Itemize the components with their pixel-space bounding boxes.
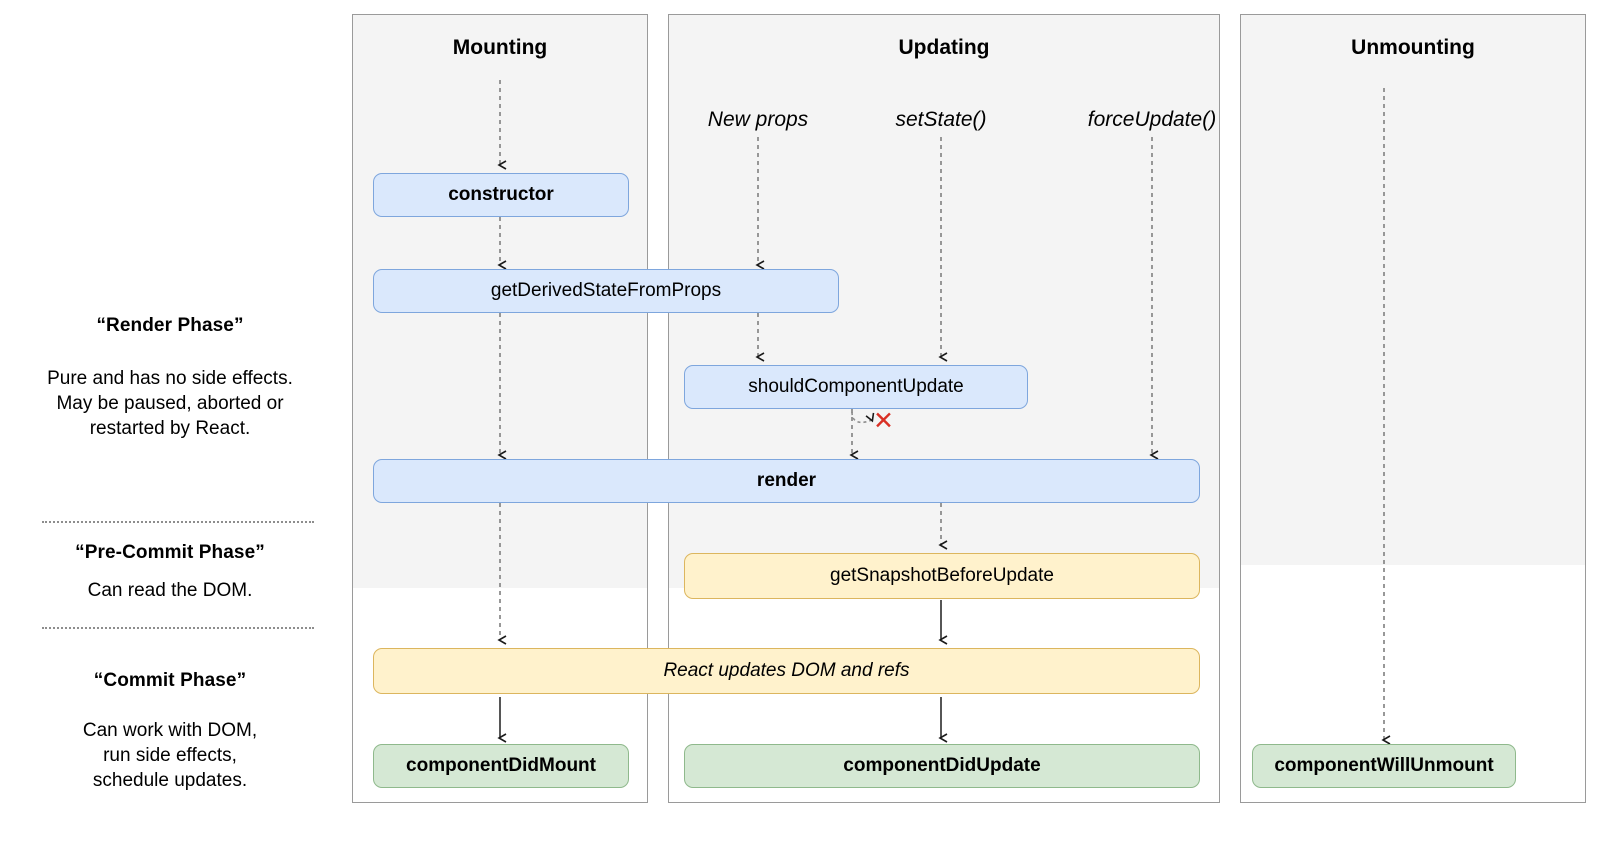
legend-title-pre-commit-phase: “Pre-Commit Phase” (75, 542, 265, 563)
column-title-updating: Updating (898, 36, 990, 59)
node-should-component-update[interactable]: shouldComponentUpdate (684, 365, 1028, 409)
column-title-unmounting: Unmounting (1351, 36, 1475, 59)
node-react-updates-dom-and-refs[interactable]: React updates DOM and refs (373, 648, 1200, 694)
node-get-derived-state-from-props[interactable]: getDerivedStateFromProps (373, 269, 839, 313)
trigger-label-set-state: setState() (895, 108, 987, 131)
node-component-will-unmount[interactable]: componentWillUnmount (1252, 744, 1516, 788)
legend-title-render-phase: “Render Phase” (96, 315, 244, 336)
node-get-snapshot-before-update[interactable]: getSnapshotBeforeUpdate (684, 553, 1200, 599)
phase-legend: “Render Phase” Pure and has no side effe… (0, 0, 340, 845)
node-render[interactable]: render (373, 459, 1200, 503)
legend-divider-2 (42, 627, 314, 629)
trigger-label-new-props: New props (707, 108, 809, 131)
column-title-mounting: Mounting (452, 36, 548, 59)
column-panel-unmounting (1240, 14, 1586, 566)
legend-body-render-phase: Pure and has no side effects. May be pau… (47, 368, 293, 439)
legend-body-pre-commit-phase: Can read the DOM. (87, 580, 253, 601)
node-component-did-mount[interactable]: componentDidMount (373, 744, 629, 788)
legend-divider-1 (42, 521, 314, 523)
node-constructor[interactable]: constructor (373, 173, 629, 217)
legend-body-commit-phase: Can work with DOM, run side effects, sch… (82, 720, 258, 791)
trigger-label-force-update: forceUpdate() (1087, 108, 1217, 131)
skip-update-x-icon: ✕ (873, 407, 894, 435)
legend-title-commit-phase: “Commit Phase” (93, 670, 247, 691)
node-component-did-update[interactable]: componentDidUpdate (684, 744, 1200, 788)
